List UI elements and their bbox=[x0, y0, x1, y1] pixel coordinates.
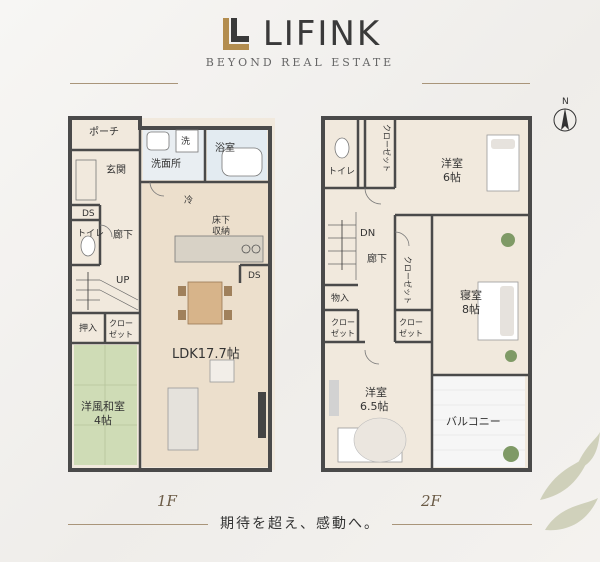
motto-rule-left bbox=[68, 524, 208, 525]
f1-door-swing bbox=[149, 181, 165, 197]
f2-closet-label-c1: クロー bbox=[331, 318, 355, 327]
f2-desk bbox=[329, 380, 339, 416]
f1-floor-storage-label-1: 床下 bbox=[212, 214, 230, 226]
f2-door-swing bbox=[364, 187, 382, 205]
north-arrow-icon bbox=[561, 108, 569, 130]
f1-wash-mark: 洗 bbox=[181, 135, 190, 147]
f1-ldk-label: LDK17.7帖 bbox=[172, 347, 240, 362]
f1-up-label: UP bbox=[116, 275, 129, 286]
f1-sofa bbox=[167, 387, 199, 451]
f1-sink-icon bbox=[146, 131, 170, 151]
f1-stove-icon bbox=[241, 244, 251, 254]
f1-oshiire-label: 押入 bbox=[79, 322, 97, 334]
f2-balcony-label: バルコニー bbox=[446, 415, 501, 428]
brand-name: LIFINK bbox=[262, 14, 382, 54]
motto: 期待を超え、感動へ。 bbox=[220, 516, 380, 532]
f1-washer-icon bbox=[175, 129, 199, 153]
tagline-rule-right bbox=[422, 83, 530, 84]
compass: N bbox=[553, 97, 577, 132]
f2-toilet-label: トイレ bbox=[328, 167, 355, 177]
f2-closet-label-d2: ゼット bbox=[399, 328, 423, 338]
f2-bedroom-label-1: 寝室 bbox=[460, 288, 482, 302]
f1-dining-table bbox=[187, 281, 223, 325]
f1-side-table bbox=[209, 359, 235, 383]
f2-closet-label-d1: クロー bbox=[399, 318, 423, 327]
f2-toilet-icon bbox=[334, 137, 350, 159]
f1-tatami-floor bbox=[74, 345, 137, 465]
f2-western65-label-2: 6.5帖 bbox=[360, 400, 389, 413]
f2-dn-label: DN bbox=[360, 228, 375, 239]
f2-plant-icon bbox=[501, 233, 515, 247]
f1-entrance-label: 玄関 bbox=[106, 163, 126, 176]
f1-tv-icon bbox=[258, 392, 266, 438]
f1-washitsu-label-1: 洋風和室 bbox=[81, 399, 125, 413]
f1-hall-label: 廊下 bbox=[113, 228, 133, 241]
f1-fridge-mark: 冷 bbox=[184, 194, 193, 206]
f1-closet-label-1: クロー bbox=[109, 319, 133, 328]
motto-rule-right bbox=[392, 524, 532, 525]
f2-bedroom-label-2: 8帖 bbox=[462, 303, 480, 316]
floor-1-label: 1F bbox=[157, 492, 177, 510]
f1-washroom-label: 洗面所 bbox=[151, 158, 181, 170]
f2-hall-label: 廊下 bbox=[367, 252, 387, 265]
f1-interior-walls bbox=[70, 128, 270, 470]
f1-closet-label-2: ゼット bbox=[109, 329, 133, 339]
f1-outer-wall bbox=[68, 116, 272, 472]
leaf-decoration-icon bbox=[540, 432, 600, 531]
f1-bath-label: 浴室 bbox=[215, 141, 235, 154]
lifink-logo-icon bbox=[222, 18, 249, 50]
compass-north-label: N bbox=[562, 97, 569, 107]
f2-western6-label-1: 洋室 bbox=[441, 156, 463, 170]
f1-porch-label: ポーチ bbox=[89, 126, 119, 138]
floor-2-plan: トイレ クローゼット 洋室 6帖 DN 廊下 クローゼット 寝室 8帖 物入 ク… bbox=[321, 116, 532, 472]
logo: LIFINK bbox=[0, 14, 600, 54]
f2-western6-label-2: 6帖 bbox=[443, 171, 461, 184]
f2-rug bbox=[353, 417, 407, 463]
f1-washitsu-label-2: 4帖 bbox=[94, 414, 112, 427]
f2-outer-wall bbox=[321, 116, 532, 472]
f1-kitchen-counter bbox=[174, 235, 264, 263]
f2-closet-label-a: クローゼット bbox=[382, 124, 392, 172]
f2-closet-label-c2: ゼット bbox=[331, 328, 355, 338]
f1-ldk-floor bbox=[142, 182, 270, 467]
f2-closet-label-b: クローゼット bbox=[403, 256, 413, 304]
f2-storage-label: 物入 bbox=[331, 292, 349, 304]
f2-interior-walls bbox=[323, 118, 530, 470]
f1-floor-storage-label-2: 収納 bbox=[212, 225, 230, 237]
f1-toilet-label: トイレ bbox=[77, 229, 104, 239]
f1-ds-label-1: DS bbox=[82, 209, 95, 219]
tagline-rule-left bbox=[70, 83, 178, 84]
f1-toilet-icon bbox=[80, 235, 96, 257]
f2-western65-label-1: 洋室 bbox=[365, 385, 387, 399]
floor-1-plan: ポーチ 玄関 DS トイレ 廊下 UP 洗 洗面所 浴室 冷 床下 収納 DS … bbox=[68, 116, 275, 472]
brand-tagline: BEYOND REAL ESTATE bbox=[205, 56, 395, 69]
f1-bathtub-icon bbox=[221, 147, 263, 177]
brand-header: LIFINK BEYOND REAL ESTATE bbox=[0, 14, 600, 69]
f1-ds-label-2: DS bbox=[248, 271, 261, 281]
floor-2-label: 2F bbox=[421, 492, 441, 510]
